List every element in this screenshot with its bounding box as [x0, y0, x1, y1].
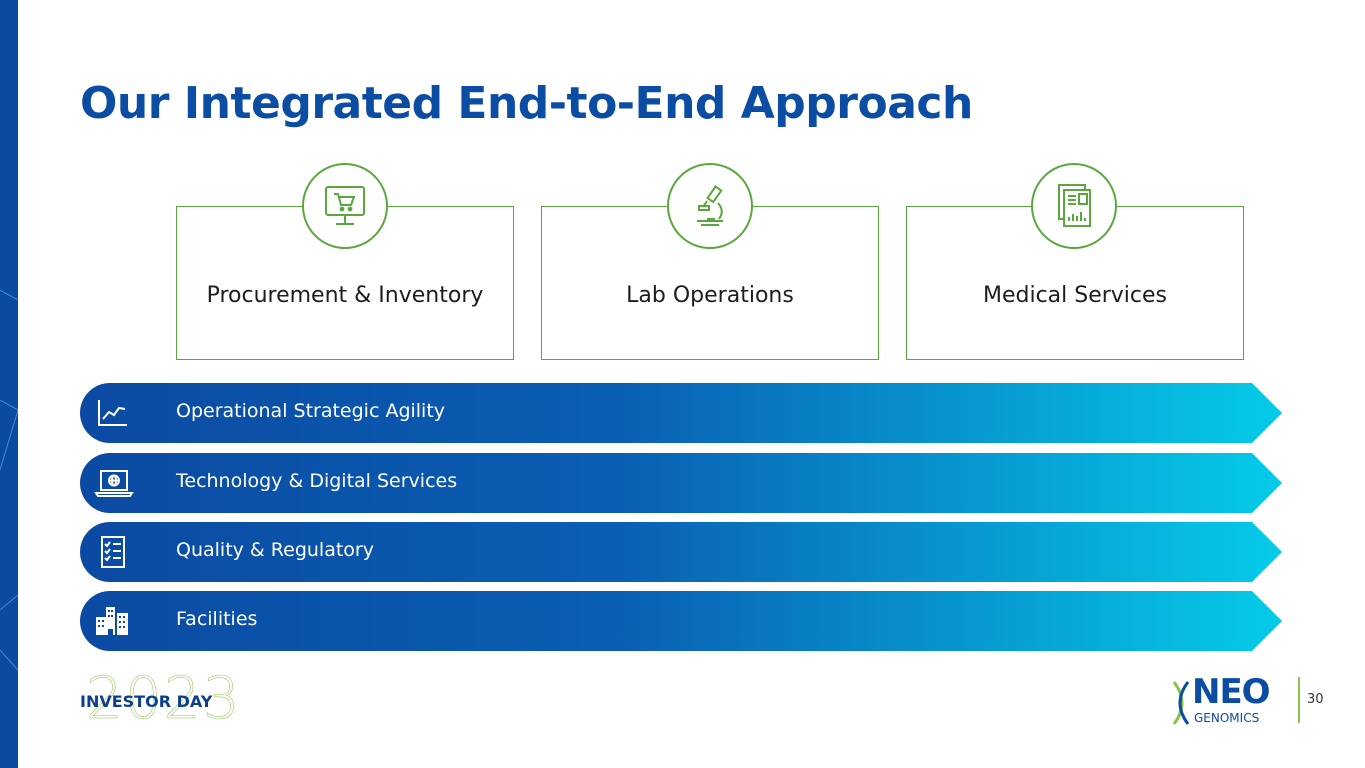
investor-day-logo: 2023 INVESTOR DAY — [80, 664, 240, 733]
band-technology-digital-services: Technology & Digital Services — [80, 453, 1282, 513]
band-label: Technology & Digital Services — [176, 470, 458, 492]
page-title: Our Integrated End-to-End Approach — [80, 78, 973, 129]
event-name: INVESTOR DAY — [80, 692, 213, 711]
footer-divider — [1298, 677, 1300, 723]
page-number: 30 — [1307, 692, 1324, 707]
band-facilities: Facilities — [80, 591, 1282, 651]
band-quality-regulatory: Quality & Regulatory — [80, 522, 1282, 582]
neogenomics-logo: NEO GENOMICS — [1168, 672, 1288, 728]
brand-name: NEO — [1192, 672, 1271, 712]
checklist-icon — [94, 534, 130, 570]
pillar-label: Medical Services — [982, 283, 1168, 308]
band-operational-strategic-agility: Operational Strategic Agility — [80, 383, 1282, 443]
medical-report-icon — [1031, 163, 1117, 249]
brand-subtitle: GENOMICS — [1194, 711, 1260, 725]
band-label: Facilities — [176, 608, 258, 630]
microscope-icon — [667, 163, 753, 249]
band-label: Operational Strategic Agility — [176, 400, 446, 422]
dna-helix-icon — [1172, 681, 1190, 725]
line-chart-icon — [94, 395, 130, 431]
laptop-globe-icon — [94, 465, 134, 501]
band-label: Quality & Regulatory — [176, 539, 374, 561]
shopping-cart-monitor-icon — [302, 163, 388, 249]
left-decorative-strip — [0, 0, 18, 768]
buildings-icon — [94, 603, 130, 639]
event-year: 2023 — [86, 664, 242, 733]
pillar-label: Procurement & Inventory — [206, 283, 484, 308]
pillar-label: Lab Operations — [626, 283, 794, 308]
